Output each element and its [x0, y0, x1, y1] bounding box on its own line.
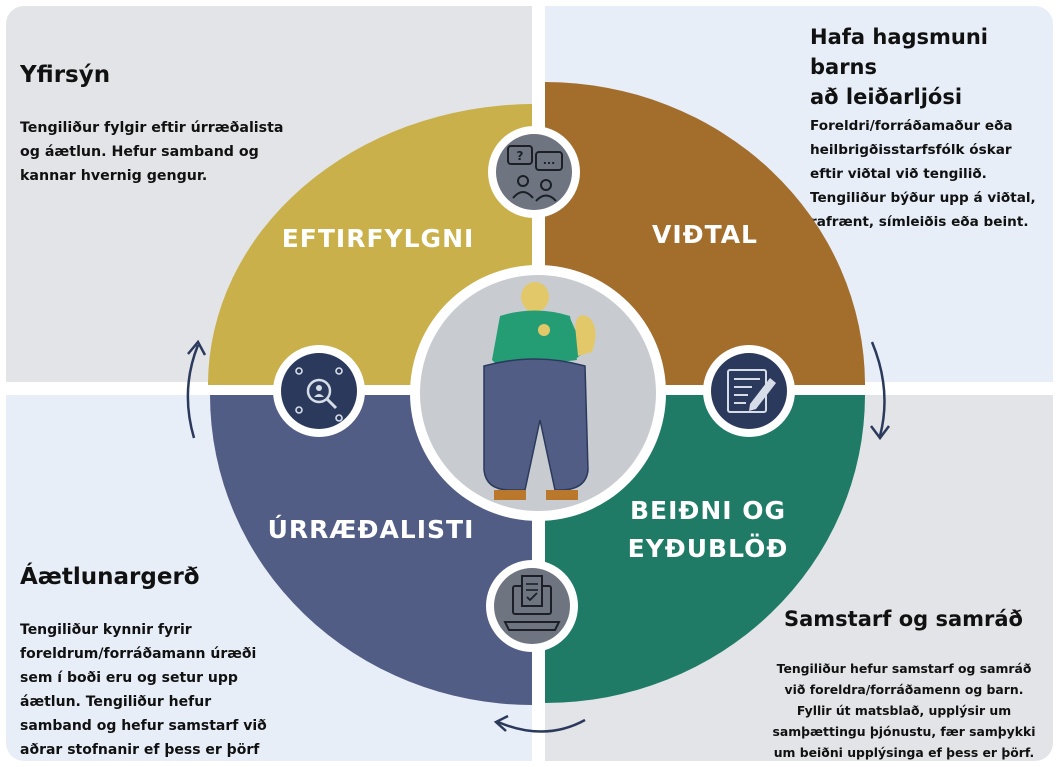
svg-text:?: ? [517, 149, 524, 163]
svg-text:...: ... [543, 154, 556, 167]
text-line: kannar hvernig gengur. [20, 168, 208, 184]
text-line: Tengiliður kynnir fyrir [20, 622, 192, 638]
heading-hagsmuni: Hafa hagsmuni barns að leiðarljósi [810, 22, 1059, 112]
heading-yfirsyn: Yfirsýn [20, 62, 111, 88]
text-line: rafrænt, símleiðis eða beint. [810, 214, 1029, 230]
label-beidni-line1: BEIÐNI OG [630, 496, 786, 525]
text-line: eftir viðtal við tengilið. [810, 166, 987, 182]
text-line: foreldrum/forráðamann úræði [20, 646, 257, 662]
text-line: heilbrigðisstarfsfólk óskar [810, 142, 1012, 158]
text-line: samband og hefur samstarf við [20, 718, 267, 734]
laptop-checklist-icon [486, 560, 578, 652]
label-eftirfylgni: EFTIRFYLGNI [282, 224, 475, 253]
text-line: aðrar stofnanir ef þess er þörf [20, 742, 260, 758]
form-pen-icon [703, 345, 795, 437]
text-line: áætlun. Tengiliður hefur [20, 694, 212, 710]
heading-line: að leiðarljósi [810, 85, 963, 109]
heading-aaetlunargerd: Áætlunargerð [20, 564, 200, 590]
text-line: Tengiliður fylgir eftir úrræðalista [20, 120, 284, 136]
arrow-left-icon [186, 339, 207, 439]
text-aaetlunargerd: Tengiliður kynnir fyrir foreldrum/forráð… [20, 618, 267, 762]
text-line: sem í boði eru og setur upp [20, 670, 238, 686]
interview-chat-icon: ? ... [488, 126, 580, 218]
heading-line: Hafa hagsmuni barns [810, 25, 988, 79]
text-samstarf: Tengiliður hefur samstarf og samráð við … [760, 658, 1048, 763]
text-line: Fyllir út matsblað, upplýsir um [796, 703, 1012, 718]
text-line: Foreldri/forráðamaður eða [810, 118, 1013, 134]
text-hagsmuni: Foreldri/forráðamaður eða heilbrigðissta… [810, 114, 1036, 234]
arrow-right-icon [870, 341, 890, 441]
text-line: um beiðni upplýsinga ef þess er þörf. [773, 745, 1035, 760]
label-beidni-line2: EYÐUBLÖÐ [628, 533, 789, 563]
child-figure [483, 282, 596, 500]
text-yfirsyn: Tengiliður fylgir eftir úrræðalista og á… [20, 116, 283, 188]
label-vidtal: VIÐTAL [652, 220, 758, 249]
text-line: Tengiliður hefur samstarf og samráð [776, 661, 1032, 676]
label-urraedalisti: ÚRRÆÐALISTI [268, 514, 475, 544]
arrow-bottom-icon [493, 714, 586, 733]
text-line: og áætlun. Hefur samband og [20, 144, 259, 160]
text-line: við foreldra/forráðamenn og barn. [784, 682, 1024, 697]
text-line: Tengiliður býður upp á viðtal, [810, 190, 1036, 206]
text-line: samþættingu þjónustu, fær samþykki [772, 724, 1036, 739]
heading-samstarf: Samstarf og samráð [784, 607, 1023, 631]
network-search-icon [273, 345, 365, 437]
